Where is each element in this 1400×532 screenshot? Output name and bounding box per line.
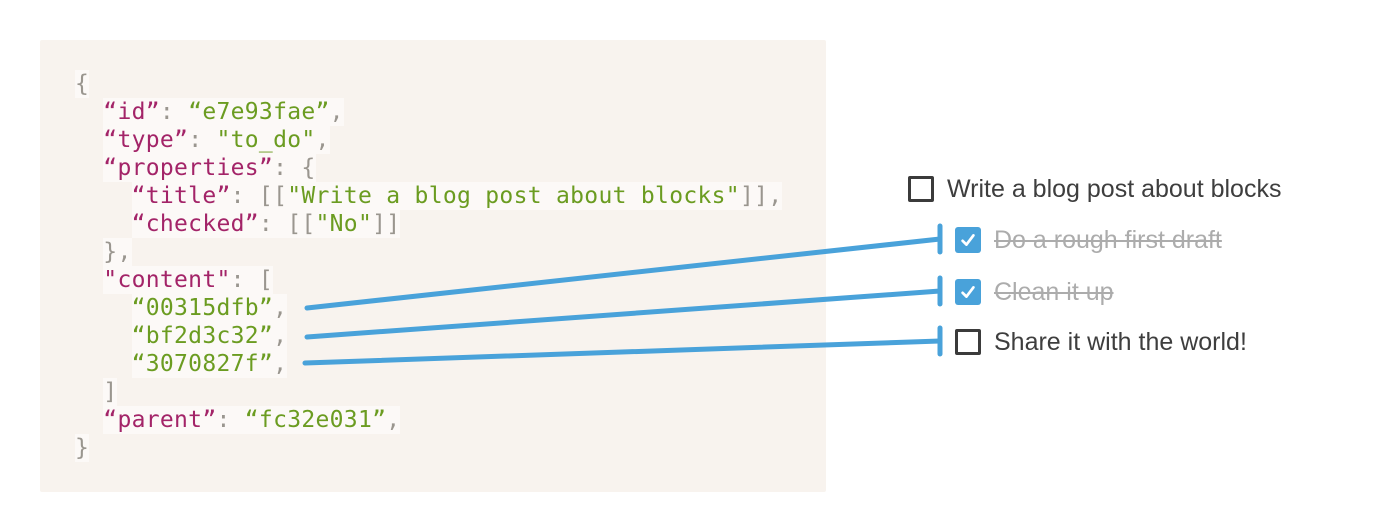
todo-item-child-3: Share it with the world!	[955, 327, 1247, 357]
code-line: }	[75, 434, 90, 462]
todo-checkbox-checked[interactable]	[955, 279, 981, 305]
checkmark-icon	[961, 286, 975, 298]
todo-checkbox-checked[interactable]	[955, 227, 981, 253]
todo-label: Do a rough first draft	[994, 225, 1222, 254]
todo-checkbox-unchecked[interactable]	[955, 329, 981, 355]
code-line: “3070827f”,	[131, 350, 288, 378]
code-line: “00315dfb”,	[131, 294, 288, 322]
code-line: {	[75, 70, 90, 98]
code-line: “parent”: “fc32e031”,	[103, 406, 401, 434]
todo-label: Clean it up	[994, 277, 1114, 306]
code-line: "content": [	[103, 266, 274, 294]
todo-label: Write a blog post about blocks	[947, 174, 1282, 203]
code-line: ]	[103, 378, 118, 406]
todo-checkbox-unchecked[interactable]	[908, 176, 934, 202]
code-line: “type”: "to_do",	[103, 126, 330, 154]
todo-item-child-2: Clean it up	[955, 277, 1114, 307]
todo-item-child-1: Do a rough first draft	[955, 225, 1222, 255]
code-block: { “id”: “e7e93fae”, “type”: "to_do", “pr…	[40, 40, 826, 492]
code-line: “title”: [["Write a blog post about bloc…	[131, 182, 783, 210]
code-line: “properties”: {	[103, 154, 316, 182]
code-line: “bf2d3c32”,	[131, 322, 288, 350]
todo-label: Share it with the world!	[994, 327, 1247, 356]
code-line: “id”: “e7e93fae”,	[103, 98, 344, 126]
code-line: },	[103, 238, 132, 266]
checkmark-icon	[961, 234, 975, 246]
code-line: “checked”: [["No"]]	[131, 210, 401, 238]
code-lines: { “id”: “e7e93fae”, “type”: "to_do", “pr…	[75, 70, 783, 462]
todo-item-parent: Write a blog post about blocks	[908, 174, 1281, 204]
